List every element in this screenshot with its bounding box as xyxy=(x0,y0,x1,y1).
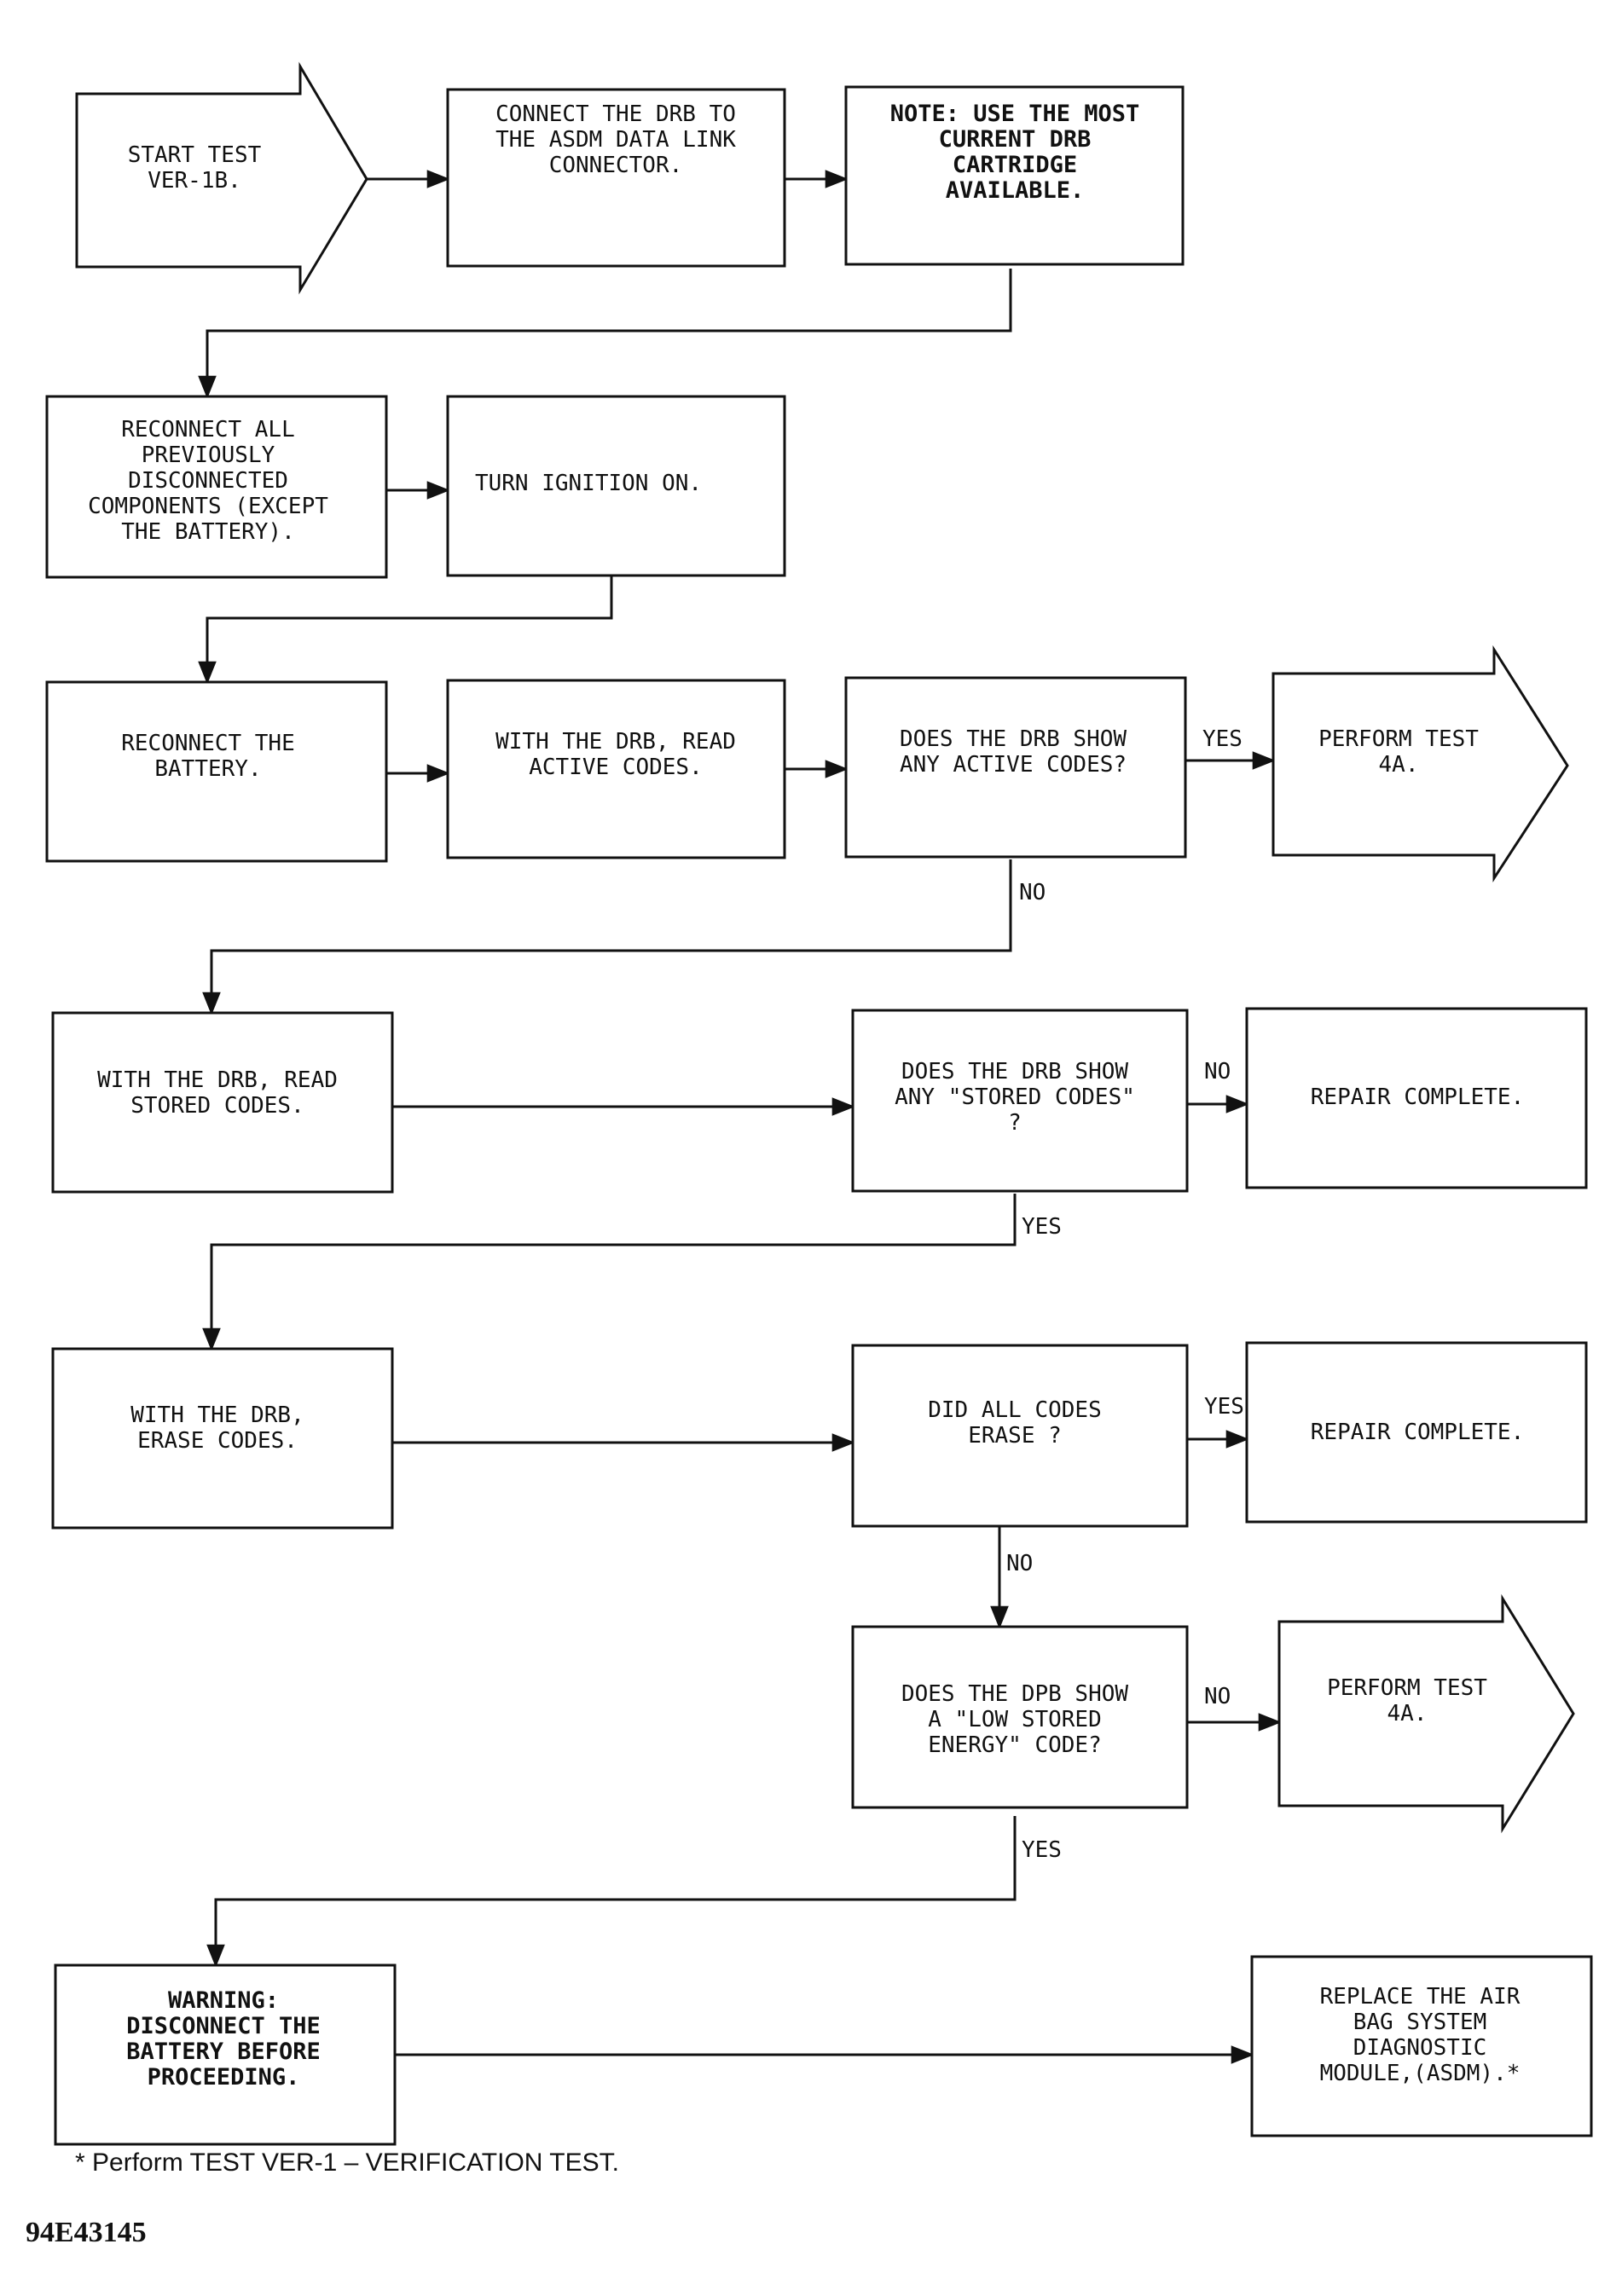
q-active-text-line-2: ANY ACTIVE CODES? xyxy=(900,752,1127,778)
edge-label-stored-yes: YES xyxy=(1022,1214,1062,1240)
warning-box xyxy=(54,1963,397,2146)
reconnect-all-text-line-5: THE BATTERY). xyxy=(121,519,295,545)
connect-drb-text-line-2: THE ASDM DATA LINK xyxy=(495,127,736,153)
reconnect-all-text-line-2: PREVIOUSLY xyxy=(142,442,275,468)
connectors xyxy=(198,170,1282,2064)
edge-label-active-no: NO xyxy=(1019,880,1046,905)
reconnect-all-box xyxy=(45,395,388,579)
warning-text-line-4: PROCEEDING. xyxy=(148,2064,300,2091)
edge-label-active-yes: YES xyxy=(1202,726,1243,752)
perform-4a-text-1-line-1: PERFORM TEST xyxy=(1318,726,1479,752)
reconnect-battery-text-line-1: RECONNECT THE xyxy=(121,731,295,756)
perform-4a-text-1-line-2: 4A. xyxy=(1379,752,1419,778)
erase-codes-text-line-1: WITH THE DRB, xyxy=(130,1402,304,1428)
replace-asdm-text-line-1: REPLACE THE AIR xyxy=(1320,1984,1521,2010)
perform-4a-arrow-shape-2 xyxy=(1277,1593,1575,1834)
perform-4a-arrow-shape-1 xyxy=(1272,645,1569,883)
note-text-line-4: AVAILABLE. xyxy=(946,177,1085,204)
read-stored-text-line-2: STORED CODES. xyxy=(130,1093,304,1119)
reconnect-all-text-line-1: RECONNECT ALL xyxy=(121,417,295,442)
read-active-text-line-2: ACTIVE CODES. xyxy=(529,755,703,780)
note-text-line-3: CARTRIDGE xyxy=(953,152,1077,178)
q-erase-box xyxy=(851,1344,1189,1528)
connect-drb-text-line-3: CONNECTOR. xyxy=(549,153,683,178)
perform-4a-text-2-line-2: 4A. xyxy=(1387,1701,1428,1726)
warning-text-line-2: DISCONNECT THE xyxy=(126,2013,321,2039)
start-text-line-1: START TEST xyxy=(128,142,262,168)
edge-label-erase-yes: YES xyxy=(1204,1394,1244,1420)
read-stored-box xyxy=(51,1011,394,1194)
replace-asdm-text-line-3: DIAGNOSTIC xyxy=(1353,2035,1487,2061)
reconnect-all-text-line-4: COMPONENTS (EXCEPT xyxy=(88,494,328,519)
replace-asdm-text-line-4: MODULE,(ASDM).* xyxy=(1320,2061,1521,2086)
erase-codes-text-line-2: ERASE CODES. xyxy=(137,1428,298,1454)
read-active-box xyxy=(446,679,786,859)
note-text-line-1: NOTE: USE THE MOST xyxy=(890,101,1140,127)
ignition-on-text: TURN IGNITION ON. xyxy=(475,471,702,496)
repair-complete-text-1: REPAIR COMPLETE. xyxy=(1311,1084,1524,1110)
connect-drb-text-line-1: CONNECT THE DRB TO xyxy=(495,101,736,127)
warning-text-line-3: BATTERY BEFORE xyxy=(126,2039,321,2065)
start-text-line-2: VER-1B. xyxy=(148,168,241,194)
replace-asdm-box xyxy=(1250,1955,1593,2137)
q-low-energy-box xyxy=(851,1625,1189,1809)
reconnect-battery-box xyxy=(45,680,388,863)
footnote: * Perform TEST VER-1 – VERIFICATION TEST… xyxy=(75,2149,619,2177)
erase-codes-text: WITH THE DRB,ERASE CODES. xyxy=(130,1402,304,1454)
repair-complete-box-2 xyxy=(1245,1341,1588,1524)
q-active-text-line-1: DOES THE DRB SHOW xyxy=(900,726,1127,752)
q-low-energy-text-line-1: DOES THE DPB SHOW xyxy=(901,1681,1128,1707)
q-stored-box xyxy=(851,1009,1189,1193)
q-stored-text-line-2: ANY "STORED CODES" xyxy=(895,1084,1135,1110)
read-active-text-line-1: WITH THE DRB, READ xyxy=(495,729,736,755)
edge-label-low-yes: YES xyxy=(1022,1837,1062,1863)
connect-drb-box xyxy=(446,88,786,268)
repair-complete-box-1 xyxy=(1245,1007,1588,1189)
ignition-on-text-line-1: TURN IGNITION ON. xyxy=(475,471,702,496)
edge-label-low-no: NO xyxy=(1204,1684,1231,1709)
q-low-energy-text-line-3: ENERGY" CODE? xyxy=(928,1732,1102,1758)
warning-text-line-1: WARNING: xyxy=(168,1987,279,2014)
repair-complete-text-1-line-1: REPAIR COMPLETE. xyxy=(1311,1084,1524,1110)
edge-label-stored-no: NO xyxy=(1204,1059,1231,1084)
replace-asdm-text-line-2: BAG SYSTEM xyxy=(1353,2010,1487,2035)
q-low-energy-text-line-2: A "LOW STORED xyxy=(928,1707,1102,1732)
q-stored-text-line-1: DOES THE DRB SHOW xyxy=(901,1059,1128,1084)
read-stored-text-line-1: WITH THE DRB, READ xyxy=(97,1067,338,1093)
q-erase-text-line-2: ERASE ? xyxy=(968,1423,1062,1449)
figure-id: 94E43145 xyxy=(26,2217,147,2248)
reconnect-all-text-line-3: DISCONNECTED xyxy=(128,468,288,494)
start-arrow-shape xyxy=(75,61,368,295)
reconnect-battery-text-line-2: BATTERY. xyxy=(154,756,261,782)
ignition-on-box xyxy=(446,395,786,577)
note-box xyxy=(844,85,1185,266)
edge-label-erase-no: NO xyxy=(1006,1551,1033,1576)
repair-complete-text-2: REPAIR COMPLETE. xyxy=(1311,1420,1524,1445)
q-stored-text-line-3: ? xyxy=(1008,1110,1022,1136)
erase-codes-box xyxy=(51,1347,394,1530)
repair-complete-text-2-line-1: REPAIR COMPLETE. xyxy=(1311,1420,1524,1445)
q-active-box xyxy=(844,676,1187,859)
note-text-line-2: CURRENT DRB xyxy=(939,126,1092,153)
perform-4a-text-2-line-1: PERFORM TEST xyxy=(1327,1675,1487,1701)
q-erase-text-line-1: DID ALL CODES xyxy=(928,1397,1102,1423)
